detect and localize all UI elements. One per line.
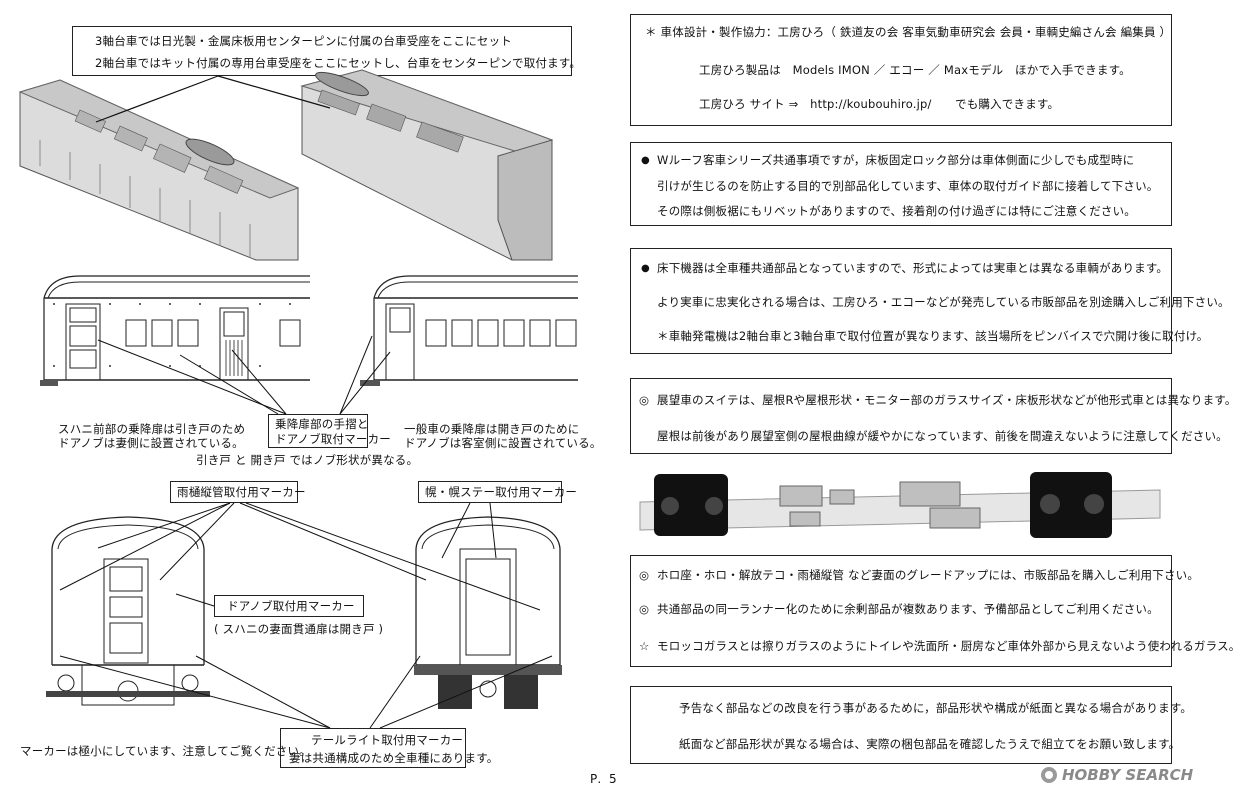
bogie-note-leaders [95,75,331,123]
door-marker-label: 乗降扉部の手摺と ドアノブ取付マーカー [268,414,391,448]
watermark-logo-icon [1041,767,1057,783]
suhani-note-line-1: スハニ前部の乗降扉は引き戸のため [58,422,246,436]
credit-line-1: ＊ 車体設計・製作協力：工房ひろ（ 鉄道友の会 客車気動車研究会 会員・車輌史編… [645,25,1172,39]
gradeup-box: ◎ ホロ座・ホロ・解放テコ・雨樋縦管 など妻面のグレードアップには、市販部品を購… [630,555,1240,667]
double-circle-icon: ◎ [639,393,650,407]
bullet-icon: ● [641,155,650,166]
watermark-text: HOBBY SEARCH [1062,766,1194,784]
door-marker-line-1: 乗降扉部の手摺と [275,417,369,431]
side-view-suhani [40,275,310,386]
star-icon: ☆ [639,639,650,653]
bogie-note-line-1: 3軸台車では日光製・金属床板用センターピンに付属の台車受座をここにセット [95,34,513,48]
end-view-suhani [46,516,210,706]
stay-marker-label: 幌・幌ステー取付用マーカー [418,481,577,503]
bogie-note-line-2: 2軸台車ではキット付属の専用台車受座をここにセットし、台車をセンターピンで取付ま… [95,56,582,70]
tail-marker-line-1: テールライト取付用マーカー [311,733,464,747]
instruction-page: 3軸台車では日光製・金属床板用センターピンに付属の台車受座をここにセット 2軸台… [18,14,1240,786]
credit-box: ＊ 車体設計・製作協力：工房ひろ（ 鉄道友の会 客車気動車研究会 会員・車輌史編… [630,14,1172,126]
double-circle-icon: ◎ [639,568,650,582]
credit-line-3: 工房ひろ サイト ⇒ http://koubouhiro.jp/ でも購入できま… [699,97,1060,111]
floor-lock-box: ● Wルーフ客車シリーズ共通事項ですが，床板固定ロック部分は車体側面に少しでも成… [630,142,1172,226]
gutter-marker-label: 雨樋縦管取付用マーカー [170,481,306,503]
general-note-line-1: 一般車の乗降扉は開き戸のために [404,422,580,436]
credit-line-2: 工房ひろ製品は Models IMON ／ エコー ／ Maxモデル ほかで入手… [699,63,1131,77]
notice-box: 予告なく部品などの改良を行う事があるために，部品形状や構成が紙面と異なる場合があ… [630,686,1192,764]
door-marker-line-2: ドアノブ取付マーカー [275,432,391,446]
door-difference-note: 引き戸 と 開き戸 ではノブ形状が異なる。 [196,453,419,467]
suhani-end-door-note: ( スハニの妻面貫通扉は開き戸 ) [214,622,384,636]
observation-car-box: ◎ 展望車のスイテは、屋根Rや屋根形状・モニター部のガラスサイズ・床板形状などが… [630,378,1236,454]
bullet-icon: ● [641,263,650,274]
side-view-general [360,275,578,386]
door-marker-leaders [97,335,391,415]
suhani-note-line-2: ドアノブは妻側に設置されている。 [58,436,244,450]
end-view-leaders [59,502,553,729]
bogie-note-box: 3軸台車では日光製・金属床板用センターピンに付属の台車受座をここにセット 2軸台… [72,26,581,76]
tail-marker-line-2: 妻は共通構成のため全車種にあります。 [289,751,499,765]
underframe-photo-left [18,79,300,261]
knob-marker-label: ドアノブ取付用マーカー [214,595,364,617]
end-view-general [414,516,562,709]
underframe-parts-photo [639,472,1161,538]
watermark: HOBBY SEARCH [1040,766,1193,784]
underfloor-box: ● 床下機器は全車種共通部品となっていますので、形式によっては実車とは異なる車輌… [630,248,1230,354]
page-number: P. 5 [590,772,619,786]
general-note-line-2: ドアノブは客室側に設置されている。 [404,436,602,450]
double-circle-icon: ◎ [639,602,650,616]
marker-small-note: マーカーは極小にしています、注意してご覧ください。 [20,744,311,758]
underframe-photo-right [300,69,554,261]
tail-marker-label: テールライト取付用マーカー 妻は共通構成のため全車種にあります。 [280,728,498,768]
